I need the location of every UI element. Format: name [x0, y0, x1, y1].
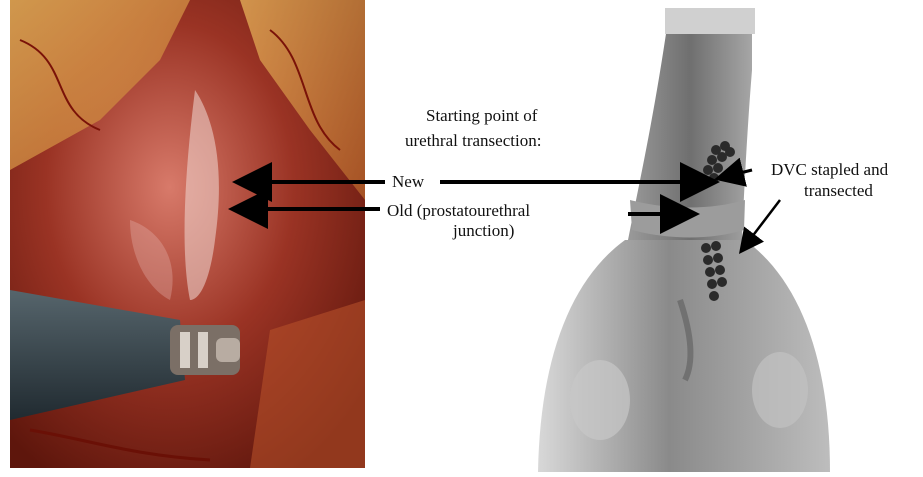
label-old-line-2: junction) [453, 220, 514, 241]
heading-line-1: Starting point of [426, 105, 537, 126]
arrow-dvc-upper [720, 170, 752, 178]
arrow-dvc [742, 200, 780, 250]
label-old-line-1: Old (prostatourethral [387, 200, 530, 221]
label-new: New [392, 171, 424, 192]
label-dvc-line-1: DVC stapled and [771, 159, 888, 180]
heading-line-2: urethral transection: [405, 130, 541, 151]
label-dvc-line-2: transected [804, 180, 873, 201]
